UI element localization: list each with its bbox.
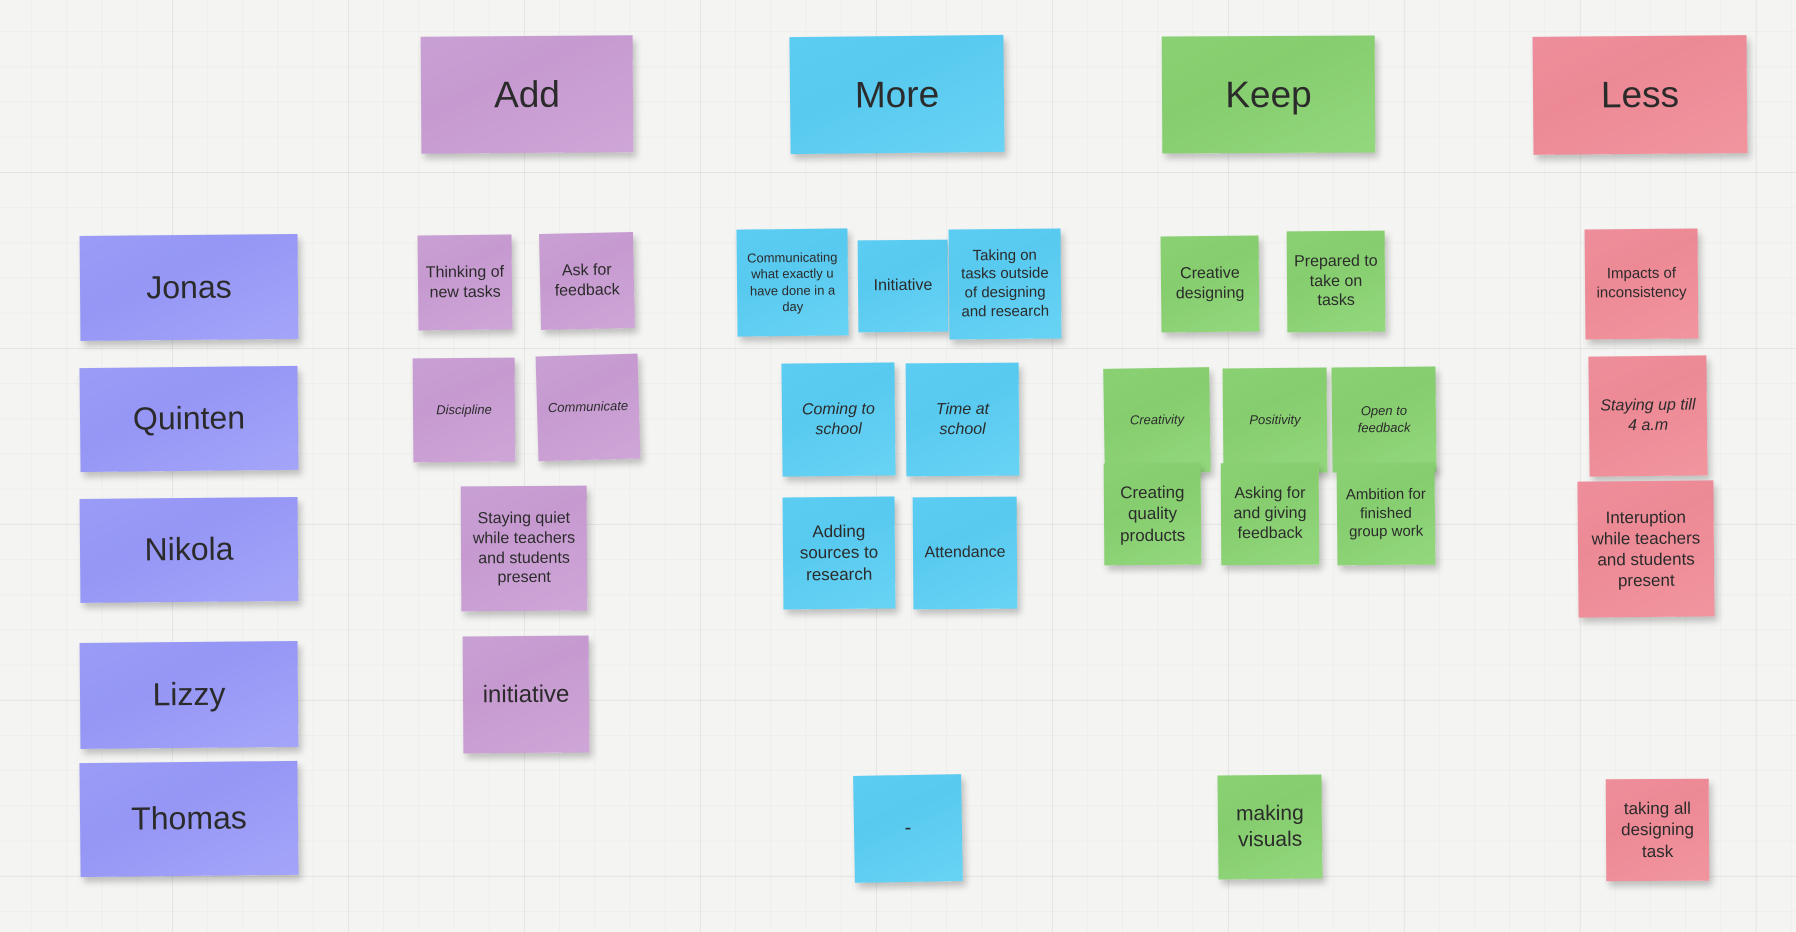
more-note-taking-on-tasks-outside[interactable]: Taking on tasks outside of designing and… <box>948 228 1062 340</box>
header-note-add-label: Add <box>493 73 561 115</box>
keep-note-ambition-for-finished-group-work[interactable]: Ambition for finished group work <box>1336 462 1436 566</box>
more-note-attendance[interactable]: Attendance <box>912 496 1018 610</box>
name-note-jonas[interactable]: Jonas <box>79 234 299 341</box>
keep-note-creating-quality-products[interactable]: Creating quality products <box>1103 462 1202 566</box>
less-note-taking-all-designing-task[interactable]: taking all designing task <box>1605 778 1710 882</box>
header-note-more[interactable]: More <box>789 34 1005 155</box>
keep-note-positivity-label: Positivity <box>1249 412 1301 428</box>
keep-note-creative-designing[interactable]: Creative designing <box>1160 235 1260 333</box>
add-note-staying-quiet[interactable]: Staying quiet while teachers and student… <box>460 485 588 612</box>
add-note-discipline[interactable]: Discipline <box>412 357 516 463</box>
more-note-dash[interactable]: - <box>853 774 963 883</box>
add-note-ask-for-feedback[interactable]: Ask for feedback <box>539 232 635 330</box>
keep-note-asking-for-and-giving-feedback[interactable]: Asking for and giving feedback <box>1220 462 1320 566</box>
more-note-communicating-what-exactly[interactable]: Communicating what exactly u have done i… <box>736 228 849 337</box>
add-note-discipline-label: Discipline <box>436 401 492 418</box>
add-note-communicate[interactable]: Communicate <box>535 353 641 462</box>
more-note-taking-on-tasks-outside-label: Taking on tasks outside of designing and… <box>961 246 1050 320</box>
add-note-communicate-label: Communicate <box>547 398 629 416</box>
less-note-staying-up-till-4am-label: Staying up till 4 a.m <box>1600 396 1696 435</box>
more-note-adding-sources-to-research[interactable]: Adding sources to research <box>782 496 896 610</box>
name-note-quinten-label: Quinten <box>132 399 246 437</box>
less-note-taking-all-designing-task-label: taking all designing task <box>1621 799 1694 861</box>
keep-note-creating-quality-products-label: Creating quality products <box>1119 483 1186 545</box>
add-note-ask-for-feedback-label: Ask for feedback <box>554 261 620 300</box>
more-note-dash-label: - <box>904 817 912 840</box>
add-note-initiative[interactable]: initiative <box>462 635 590 754</box>
less-note-impacts-of-inconsistency[interactable]: Impacts of inconsistency <box>1584 228 1699 340</box>
header-note-less[interactable]: Less <box>1532 35 1748 155</box>
name-note-quinten[interactable]: Quinten <box>79 365 299 473</box>
keep-note-positivity[interactable]: Positivity <box>1222 367 1328 474</box>
less-note-interuption-while-teachers[interactable]: Interuption while teachers and students … <box>1577 480 1715 618</box>
more-note-coming-to-school-label: Coming to school <box>801 400 875 438</box>
keep-note-asking-for-and-giving-feedback-label: Asking for and giving feedback <box>1233 485 1307 543</box>
add-note-thinking-of-new-tasks-label: Thinking of new tasks <box>425 263 505 301</box>
header-note-keep-label: Keep <box>1225 73 1312 115</box>
more-note-initiative[interactable]: Initiative <box>857 239 949 333</box>
keep-note-creativity[interactable]: Creativity <box>1103 367 1211 474</box>
name-note-lizzy[interactable]: Lizzy <box>79 641 299 749</box>
add-note-initiative-label: initiative <box>482 680 570 708</box>
more-note-time-at-school[interactable]: Time at school <box>905 362 1020 477</box>
name-note-thomas-label: Thomas <box>131 799 247 837</box>
less-note-impacts-of-inconsistency-label: Impacts of inconsistency <box>1596 265 1687 302</box>
header-note-add[interactable]: Add <box>420 35 634 154</box>
more-note-coming-to-school[interactable]: Coming to school <box>781 362 896 477</box>
add-note-staying-quiet-label: Staying quiet while teachers and student… <box>472 509 576 587</box>
keep-note-making-visuals-label: making visuals <box>1235 801 1304 852</box>
keep-note-prepared-to-take-on-tasks[interactable]: Prepared to take on tasks <box>1286 230 1386 333</box>
keep-note-making-visuals[interactable]: making visuals <box>1217 774 1323 880</box>
more-note-initiative-label: Initiative <box>873 276 933 295</box>
keep-note-creative-designing-label: Creative designing <box>1175 264 1245 303</box>
header-note-more-label: More <box>854 73 940 116</box>
name-note-jonas-label: Jonas <box>146 268 232 306</box>
header-note-less-label: Less <box>1600 73 1680 116</box>
keep-note-creativity-label: Creativity <box>1129 412 1185 428</box>
more-note-communicating-what-exactly-label: Communicating what exactly u have done i… <box>746 249 838 314</box>
less-note-interuption-while-teachers-label: Interuption while teachers and students … <box>1591 507 1701 591</box>
keep-note-prepared-to-take-on-tasks-label: Prepared to take on tasks <box>1293 252 1378 310</box>
header-note-keep[interactable]: Keep <box>1161 35 1376 154</box>
more-note-attendance-label: Attendance <box>924 543 1006 562</box>
name-note-lizzy-label: Lizzy <box>152 675 226 713</box>
more-note-time-at-school-label: Time at school <box>935 400 990 438</box>
more-note-adding-sources-to-research-label: Adding sources to research <box>799 522 879 584</box>
keep-note-ambition-for-finished-group-work-label: Ambition for finished group work <box>1345 485 1426 541</box>
less-note-staying-up-till-4am[interactable]: Staying up till 4 a.m <box>1588 355 1708 477</box>
name-note-nikola[interactable]: Nikola <box>79 497 299 603</box>
name-note-thomas[interactable]: Thomas <box>79 760 299 878</box>
add-note-thinking-of-new-tasks[interactable]: Thinking of new tasks <box>417 234 513 331</box>
keep-note-open-to-feedback-label: Open to feedback <box>1357 403 1411 435</box>
keep-note-open-to-feedback[interactable]: Open to feedback <box>1331 366 1437 473</box>
name-note-nikola-label: Nikola <box>144 530 234 568</box>
